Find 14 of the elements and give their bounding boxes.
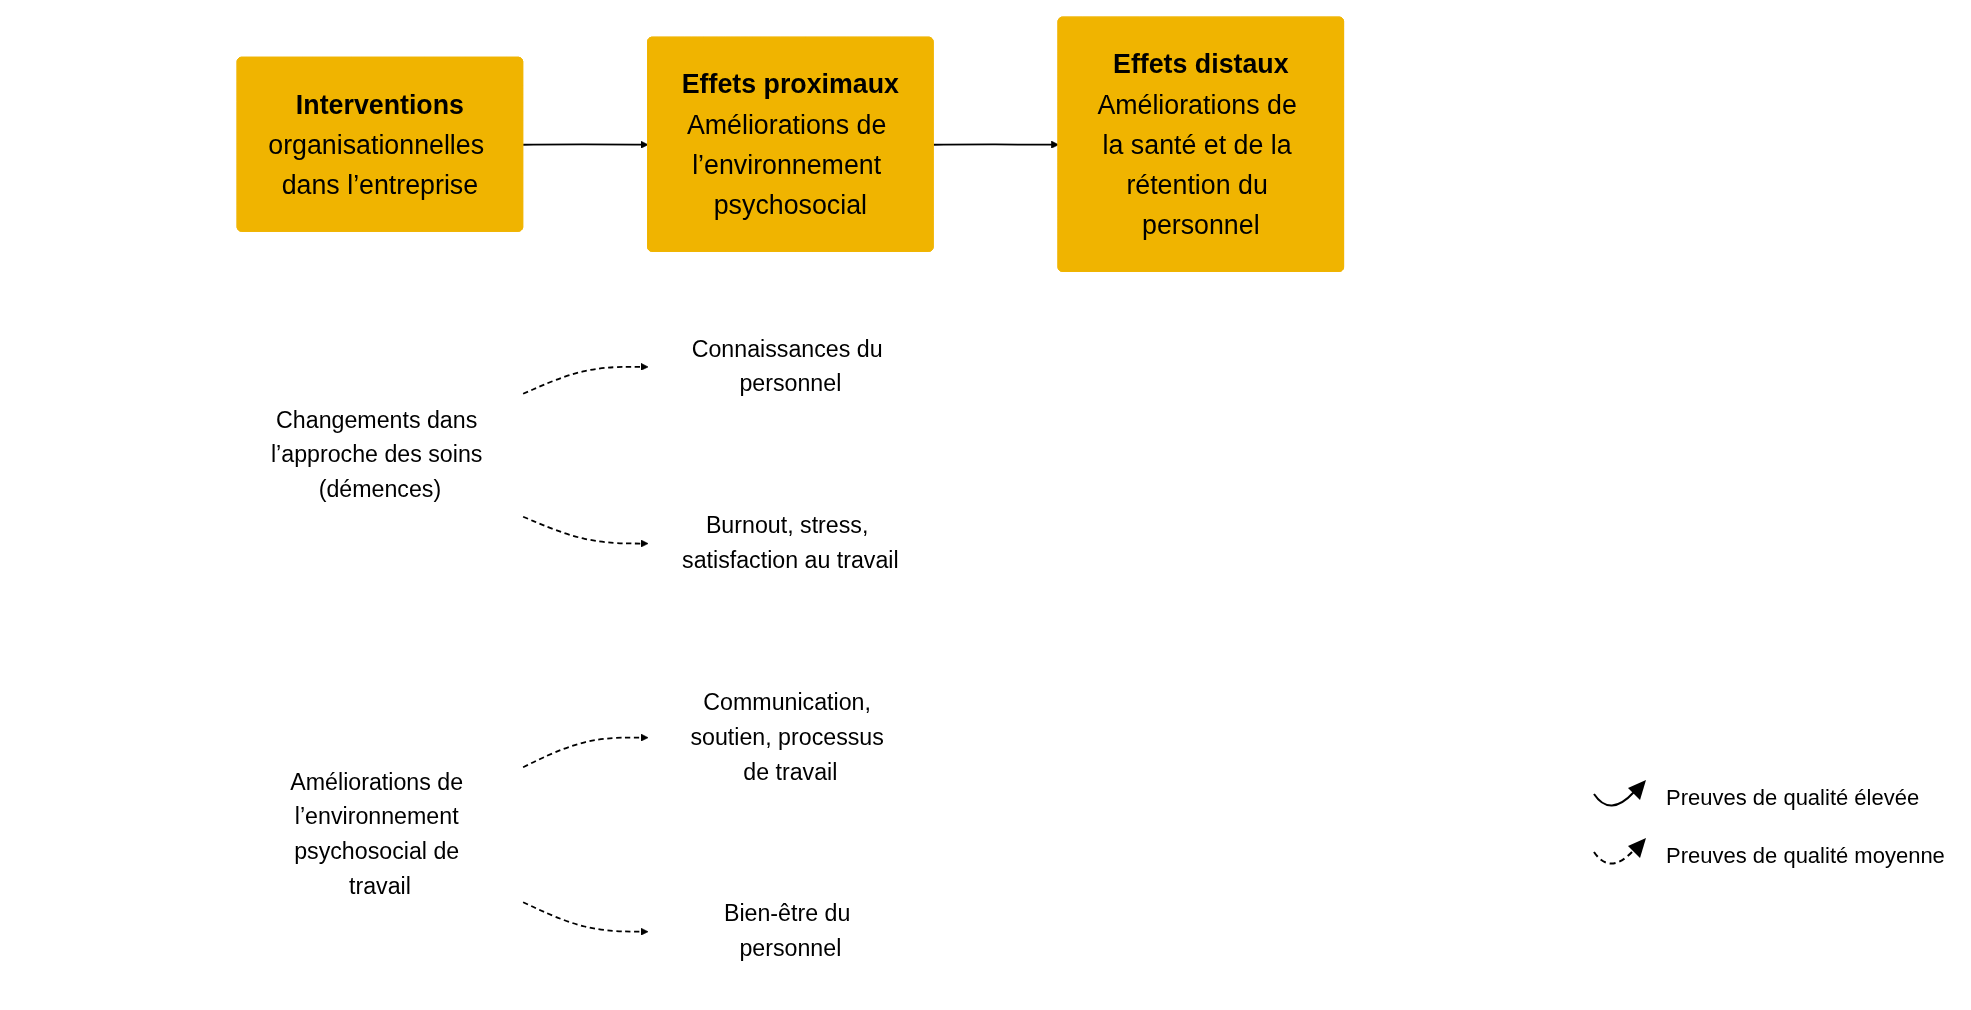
legend-text: Preuves de qualité moyenne bbox=[1666, 843, 1945, 869]
node-text: Changements dans l’approche des soins (démences) bbox=[270, 406, 483, 503]
node-text: Connaissances du personnel bbox=[691, 335, 883, 397]
arrow bbox=[521, 733, 649, 769]
legend-text: Preuves de qualité élevée bbox=[1666, 785, 1920, 811]
node-text: Bien-être du personnel bbox=[723, 900, 850, 962]
arrow bbox=[932, 140, 1059, 149]
node-text: Burnout, stress, satisfaction au travail bbox=[681, 511, 899, 574]
node-text: Communication, soutien, processus de travail bbox=[690, 688, 884, 785]
arrow bbox=[521, 901, 649, 936]
arrow bbox=[521, 515, 649, 548]
node-text: Améliorations de l’environnement psychosocial de travail bbox=[289, 768, 463, 900]
arrow bbox=[521, 140, 649, 149]
arrow bbox=[521, 362, 649, 395]
